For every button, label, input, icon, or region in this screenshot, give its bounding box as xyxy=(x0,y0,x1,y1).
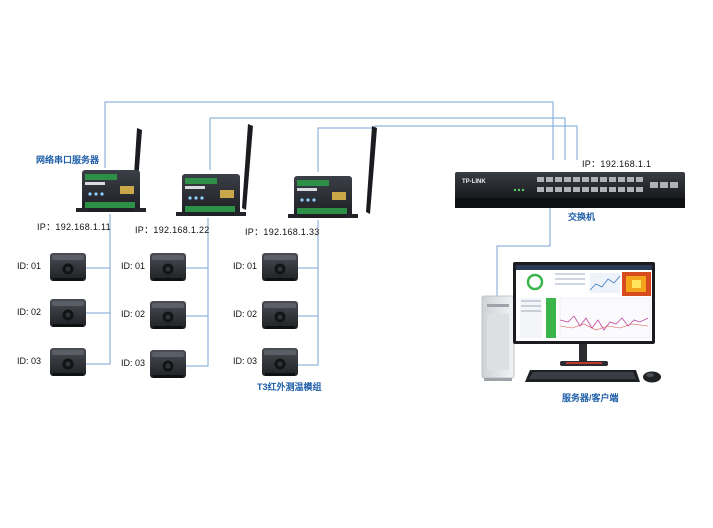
sensor-id-label: ID: 03 xyxy=(121,358,146,368)
camera-module xyxy=(150,301,186,329)
camera-module xyxy=(262,253,298,281)
keyboard xyxy=(525,370,640,382)
bus-wire-2 xyxy=(186,218,209,367)
network-wiring xyxy=(86,101,578,367)
camera-column-1 xyxy=(50,253,86,376)
camera-module xyxy=(150,253,186,281)
sensor-id-label: ID: 02 xyxy=(17,307,42,317)
camera-column-3 xyxy=(262,253,298,376)
serial-server-2-ip: IP：192.168.1.22 xyxy=(135,225,210,235)
camera-module xyxy=(50,253,86,281)
camera-module xyxy=(150,350,186,378)
monitor xyxy=(513,262,655,366)
uplink-wire-1 xyxy=(104,101,554,168)
network-switch: TP-LINK xyxy=(455,172,685,208)
sensor-id-label: ID: 01 xyxy=(17,261,42,271)
t3-module-label: T3红外测温模组 xyxy=(257,382,322,392)
serial-server-1 xyxy=(76,128,146,212)
camera-module xyxy=(50,348,86,376)
sensor-id-label: ID: 01 xyxy=(233,261,258,271)
uplink-wire-2 xyxy=(209,117,566,170)
switch-label: 交换机 xyxy=(568,212,596,222)
serial-server-title: 网络串口服务器 xyxy=(36,155,100,165)
bus-wire-1 xyxy=(86,214,111,365)
camera-module xyxy=(262,348,298,376)
camera-module xyxy=(50,299,86,327)
mouse xyxy=(643,371,661,383)
serial-server-3-ip: IP：192.168.1.33 xyxy=(245,227,320,237)
serial-server-1-ip: IP：192.168.1.11 xyxy=(37,222,111,232)
sensor-id-label: ID: 01 xyxy=(121,261,146,271)
switch-brand-text: TP-LINK xyxy=(462,179,486,185)
switch-ip: IP：192.168.1.1 xyxy=(582,159,652,169)
bus-wire-3 xyxy=(298,220,319,366)
pc-tower xyxy=(481,295,515,381)
serial-server-2 xyxy=(176,124,253,216)
sensor-id-label: ID: 02 xyxy=(121,309,146,319)
sensor-id-label: ID: 03 xyxy=(233,356,258,366)
sensor-id-label: ID: 02 xyxy=(233,309,258,319)
switch-to-pc-wire xyxy=(496,207,551,300)
serial-server-3 xyxy=(288,126,377,218)
camera-column-2 xyxy=(150,253,186,378)
uplink-wire-3 xyxy=(317,125,578,172)
camera-module xyxy=(262,301,298,329)
sensor-id-label: ID: 03 xyxy=(17,356,42,366)
server-client-label: 服务器/客户端 xyxy=(562,393,619,403)
